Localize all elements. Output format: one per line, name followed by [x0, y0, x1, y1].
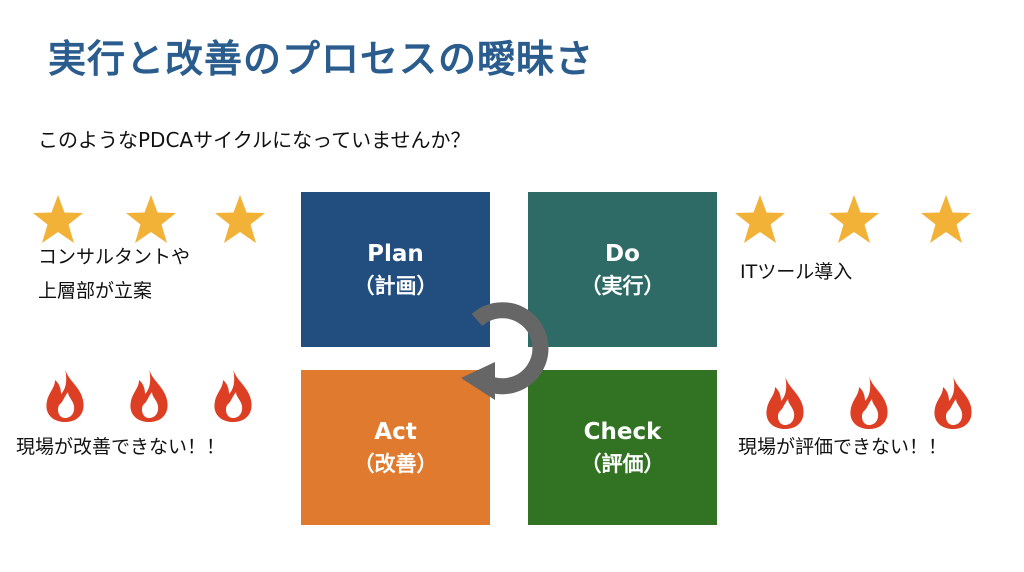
- flame-icon: [130, 368, 168, 422]
- act-quadrant: Act （改善）: [301, 370, 490, 525]
- flame-icon: [850, 375, 888, 429]
- left-top-text: コンサルタントや 上層部が立案: [38, 240, 190, 308]
- right-flames: [760, 373, 978, 431]
- cycle-arrow-icon: [461, 302, 549, 400]
- right-bottom-text: 現場が評価できない！！: [738, 436, 948, 458]
- star-icon: [33, 195, 83, 243]
- do-label: Do: [605, 240, 640, 267]
- flame-icon: [214, 368, 252, 422]
- page-title: 実行と改善のプロセスの曖昧さ: [48, 37, 595, 81]
- star-icon: [126, 195, 176, 243]
- act-sublabel: （改善）: [353, 451, 438, 476]
- left-stars: [30, 193, 268, 247]
- star-icon: [921, 195, 971, 243]
- left-top-line-2: 上層部が立案: [38, 280, 153, 302]
- flame-icon: [46, 368, 84, 422]
- subtitle: このようなPDCAサイクルになっていませんか？: [38, 128, 471, 152]
- act-label: Act: [374, 418, 417, 445]
- flame-icon: [934, 375, 972, 429]
- check-label: Check: [583, 418, 662, 445]
- star-icon: [215, 195, 265, 243]
- plan-sublabel: （計画）: [353, 273, 438, 298]
- do-sublabel: （実行）: [580, 273, 665, 298]
- plan-quadrant: Plan （計画）: [301, 192, 490, 347]
- check-sublabel: （評価）: [580, 451, 665, 476]
- flame-icon: [766, 375, 804, 429]
- star-icon: [735, 195, 785, 243]
- check-quadrant: Check （評価）: [528, 370, 717, 525]
- plan-label: Plan: [367, 240, 424, 267]
- star-icon: [829, 195, 879, 243]
- left-flames: [40, 366, 258, 424]
- do-quadrant: Do （実行）: [528, 192, 717, 347]
- right-stars: [732, 193, 974, 247]
- left-bottom-text: 現場が改善できない！！: [16, 436, 226, 458]
- right-top-text: ITツール導入: [740, 261, 853, 283]
- left-top-line-1: コンサルタントや: [38, 246, 191, 268]
